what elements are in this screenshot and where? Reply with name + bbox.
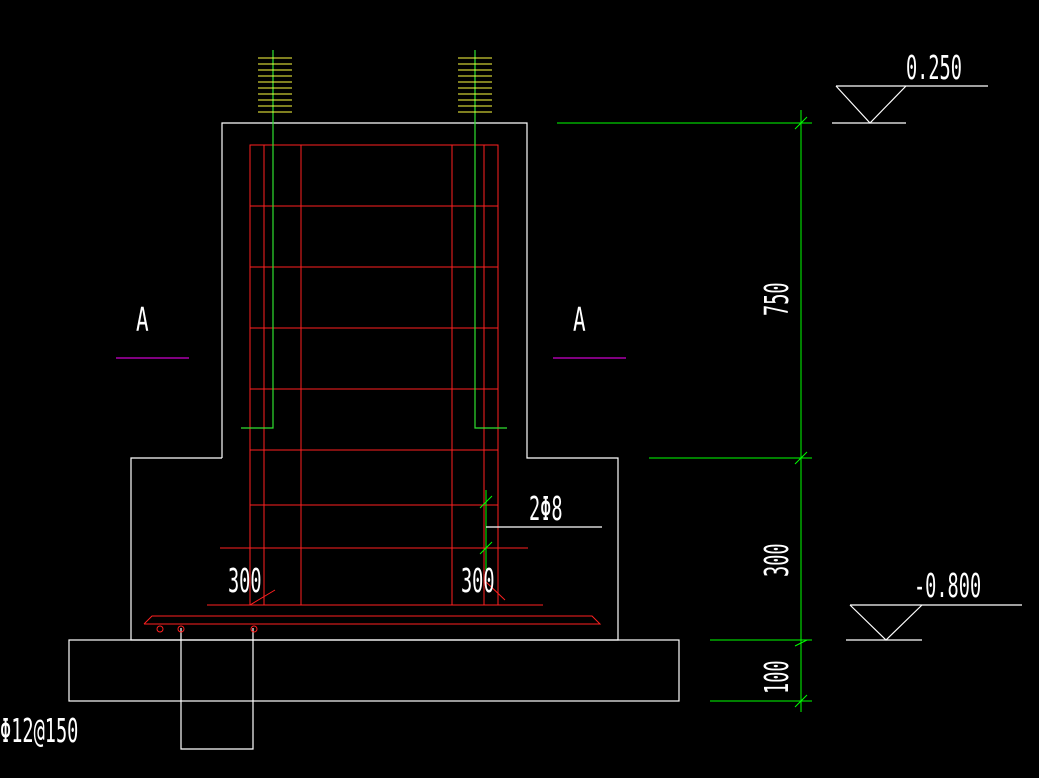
mesh-leader — [180, 628, 254, 750]
dimension-middle-label: 300 — [758, 543, 796, 577]
bottom-mesh-label: Φ12@150 — [0, 712, 78, 750]
elevation-top-label: 0.250 — [906, 49, 962, 87]
cover-left-label: 300 — [228, 562, 262, 600]
elevation-markers — [486, 85, 1022, 641]
bar-hatching — [258, 57, 492, 113]
column-cage — [249, 144, 499, 606]
foundation-outline — [68, 122, 680, 750]
blinding-layer — [68, 639, 680, 702]
stirrup-label: 2Φ8 — [529, 490, 563, 528]
elevation-bottom-label: -0.800 — [914, 567, 981, 605]
dimension-upper-label: 750 — [758, 282, 796, 316]
reinforcement — [143, 144, 602, 633]
starter-bar-left — [241, 50, 274, 429]
bottom-mesh-bar — [143, 615, 602, 625]
starter-bar-right — [474, 50, 507, 429]
section-mark-left: A — [136, 300, 149, 339]
dimension-lower-label: 100 — [758, 660, 796, 694]
section-mark-right: A — [573, 300, 586, 339]
starter-bars — [241, 50, 507, 429]
cover-right-label: 300 — [461, 562, 495, 600]
dimension-chain — [479, 110, 812, 712]
footing-outline — [130, 122, 619, 641]
